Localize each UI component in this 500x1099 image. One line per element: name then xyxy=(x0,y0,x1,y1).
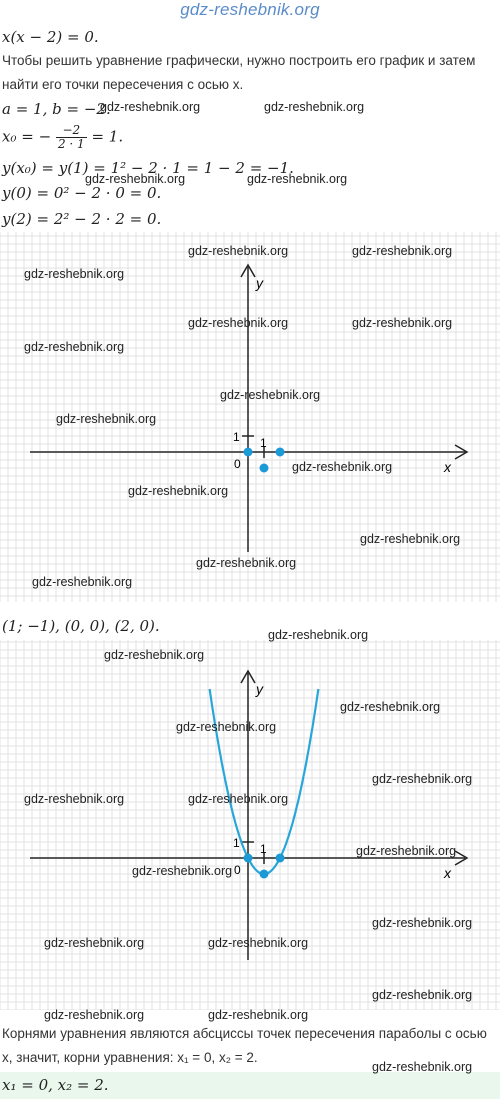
watermark: gdz-reshebnik.org xyxy=(56,412,157,426)
x-axis-arrow-icon xyxy=(454,444,469,460)
point-marker xyxy=(259,463,269,473)
x-unit-label: 1 xyxy=(260,842,267,856)
watermark: gdz-reshebnik.org xyxy=(208,936,309,950)
vertex-fraction: −2 2 · 1 xyxy=(55,123,87,151)
equation: x(x − 2) = 0. xyxy=(2,28,99,46)
watermark: gdz-reshebnik.org xyxy=(268,628,369,642)
answer-box: x₁ = 0, x₂ = 2. xyxy=(0,1072,500,1099)
x-axis-label: x xyxy=(443,459,452,475)
points-graph: x y 0 1 1 xyxy=(0,232,500,602)
watermark: gdz-reshebnik.org xyxy=(372,916,473,930)
watermark: gdz-reshebnik.org xyxy=(132,864,233,878)
grid xyxy=(0,640,500,1010)
x-axis-label: x xyxy=(443,865,452,881)
parabola-graph: x y 0 1 1 xyxy=(0,640,500,1010)
watermark: gdz-reshebnik.org xyxy=(24,340,125,354)
watermark: gdz-reshebnik.org xyxy=(188,316,289,330)
watermark: gdz-reshebnik.org xyxy=(100,100,201,114)
x-axis-arrow-icon xyxy=(454,850,469,866)
points-group xyxy=(243,853,285,879)
origin-label: 0 xyxy=(234,457,241,471)
watermark: gdz-reshebnik.org xyxy=(188,244,289,258)
point-marker xyxy=(275,447,285,457)
watermark: gdz-reshebnik.org xyxy=(352,244,453,258)
watermark: gdz-reshebnik.org xyxy=(372,772,473,786)
watermark: gdz-reshebnik.org xyxy=(292,460,393,474)
point-marker xyxy=(259,869,269,879)
watermark: gdz-reshebnik.org xyxy=(188,792,289,806)
watermark: gdz-reshebnik.org xyxy=(372,1060,473,1074)
coefficients: a = 1, b = −2. xyxy=(2,100,111,118)
watermark: gdz-reshebnik.org xyxy=(44,1008,145,1022)
y-axis-arrow-icon xyxy=(240,263,256,278)
conclusion-text-1: Корнями уравнения являются абсциссы точе… xyxy=(2,1026,487,1041)
watermark: gdz-reshebnik.org xyxy=(360,532,461,546)
origin-label: 0 xyxy=(234,863,241,877)
answer-text: x₁ = 0, x₂ = 2. xyxy=(2,1076,109,1094)
conclusion-text-2: x, значит, корни уравнения: x₁ = 0, x₂ =… xyxy=(2,1050,258,1065)
vertex-formula: x₀ = − −2 2 · 1 = 1. xyxy=(2,123,124,151)
y-unit-label: 1 xyxy=(233,836,240,850)
y-zero: y(0) = 0² − 2 · 0 = 0. xyxy=(2,184,162,202)
watermark: gdz-reshebnik.org xyxy=(104,648,205,662)
y-axis-label: y xyxy=(255,275,264,291)
points-list: (1; −1), (0, 0), (2, 0). xyxy=(2,617,160,635)
watermark: gdz-reshebnik.org xyxy=(220,388,321,402)
watermark: gdz-reshebnik.org xyxy=(352,316,453,330)
watermark: gdz-reshebnik.org xyxy=(128,484,229,498)
watermark: gdz-reshebnik.org xyxy=(372,988,473,1002)
watermark: gdz-reshebnik.org xyxy=(196,556,297,570)
y-two: y(2) = 2² − 2 · 2 = 0. xyxy=(2,210,162,228)
watermark: gdz-reshebnik.org xyxy=(356,844,457,858)
watermark: gdz-reshebnik.org xyxy=(24,267,125,281)
watermark: gdz-reshebnik.org xyxy=(85,172,186,186)
point-marker xyxy=(243,447,253,457)
point-marker xyxy=(243,853,253,863)
x-unit-label: 1 xyxy=(260,436,267,450)
intro-text-1: Чтобы решить уравнение графически, нужно… xyxy=(2,53,476,68)
y-axis-arrow-icon xyxy=(240,669,256,684)
watermark: gdz-reshebnik.org xyxy=(32,575,133,589)
points-group xyxy=(243,447,285,473)
intro-text-2: найти его точки пересечения с осью x. xyxy=(2,77,244,92)
site-title: gdz-reshebnik.org xyxy=(180,0,320,19)
watermark: gdz-reshebnik.org xyxy=(24,792,125,806)
watermark: gdz-reshebnik.org xyxy=(264,100,365,114)
point-marker xyxy=(275,853,285,863)
y-axis-label: y xyxy=(255,681,264,697)
watermark: gdz-reshebnik.org xyxy=(208,1008,309,1022)
y-unit-label: 1 xyxy=(233,430,240,444)
y-vertex: y(x₀) = y(1) = 1² − 2 · 1 = 1 − 2 = −1. xyxy=(2,159,294,177)
grid xyxy=(0,232,500,602)
watermark: gdz-reshebnik.org xyxy=(176,720,277,734)
watermark: gdz-reshebnik.org xyxy=(340,700,441,714)
watermark: gdz-reshebnik.org xyxy=(247,172,348,186)
watermark: gdz-reshebnik.org xyxy=(44,936,145,950)
